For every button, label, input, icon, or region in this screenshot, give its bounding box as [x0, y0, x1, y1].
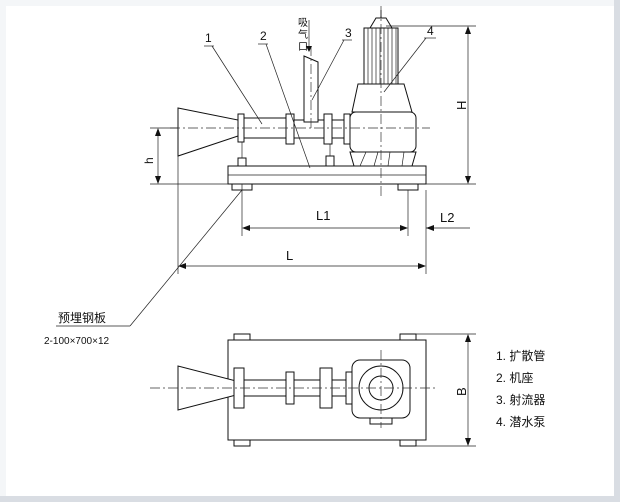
air-inlet-char-3: 口	[298, 42, 308, 53]
callout-2: 2	[260, 29, 267, 43]
dim-L2-label: L2	[440, 210, 454, 225]
plan-view: B	[150, 333, 476, 447]
leader-4	[383, 37, 427, 93]
diffuser-cone	[177, 107, 239, 157]
plate-spec: 2-100×700×12	[44, 336, 110, 347]
legend-item-4: 4. 潜水泵	[496, 415, 545, 429]
callout-1: 1	[205, 31, 212, 45]
legend-item-1: 1. 扩散管	[496, 348, 545, 363]
legend-item-3: 3. 射流器	[496, 392, 545, 407]
plate-label: 预埋钢板	[58, 311, 106, 325]
air-inlet-char-2: 气	[298, 28, 308, 41]
dim-h-label: h	[142, 157, 156, 164]
cable-gland	[369, 17, 393, 29]
base-foot-right	[397, 183, 419, 191]
leader-3	[311, 39, 345, 101]
leader-1	[211, 45, 263, 125]
pump-stand	[349, 151, 417, 167]
parts-legend: 1. 扩散管 2. 机座 3. 射流器 4. 潜水泵	[496, 348, 545, 429]
air-inlet-char-1: 吸	[298, 18, 308, 29]
leader-2	[265, 43, 311, 169]
dim-L1-label: L1	[316, 208, 330, 223]
elevation-view: 1 2 3 4 吸 气 口 h H L1 L2	[56, 6, 476, 327]
support-right	[325, 155, 335, 167]
dim-B-label: B	[454, 387, 469, 396]
flange-2	[323, 113, 333, 145]
dim-L-label: L	[286, 248, 293, 263]
legend-item-2: 2. 机座	[496, 370, 533, 385]
dim-H-label: H	[454, 101, 469, 110]
callout-3: 3	[345, 26, 352, 40]
pump-volute	[349, 111, 417, 153]
flange-3	[343, 113, 351, 145]
pump-motor	[351, 83, 413, 113]
callout-4: 4	[427, 24, 434, 38]
support-left	[237, 157, 247, 167]
plate-leader	[129, 189, 243, 327]
